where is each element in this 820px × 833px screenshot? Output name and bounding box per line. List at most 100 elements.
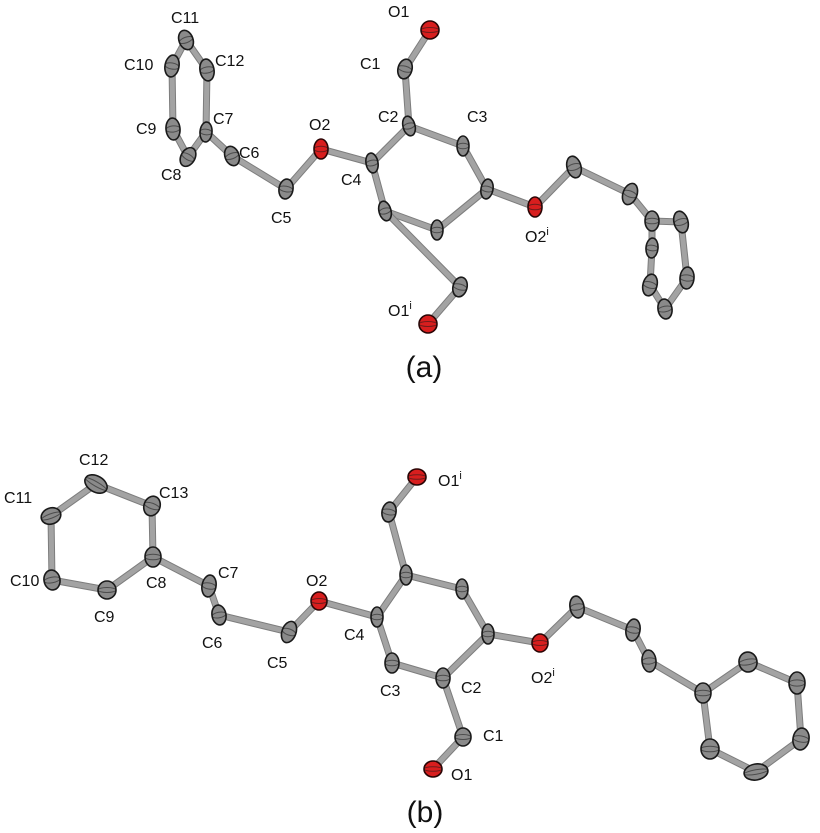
atom-C7i [644,210,660,232]
atom-axis-C10 [43,576,61,584]
atom-label-C8: C8 [161,167,182,184]
atom-axis-C3i [455,585,469,593]
atom-axis-C11i [792,735,810,743]
atom-axis-C2i [378,207,392,215]
atom-C10 [164,54,180,78]
atom-axis-C13 [143,501,161,511]
atom-label-C6: C6 [239,145,260,162]
atom-label-C2: C2 [378,109,399,126]
atom-C10i [788,671,806,695]
atom-label-sup-O1i: i [459,470,461,482]
bond-O2-C4 [316,598,380,620]
atom-axis-C3 [456,142,470,150]
atom-C13i [700,738,720,760]
atom-label-C10: C10 [124,57,153,74]
atom-C2i [399,564,413,586]
atom-axis-C4i [481,630,495,638]
atom-axis-C9 [165,125,181,133]
atom-label-C1: C1 [360,56,381,73]
atom-axis-C10 [164,62,180,70]
bond-C2-C1 [440,675,466,740]
atom-axis-C6 [224,151,240,161]
atom-label-sup-O2i: i [546,226,548,238]
atom-label-C11: C11 [171,10,199,27]
atom-axis-C6i [622,189,638,199]
atom-C8 [144,546,162,568]
bond-C2i-C1i [382,208,463,290]
atom-axis-C2 [435,674,451,682]
bond-C3i-C2i [382,208,440,233]
atom-axis-C1i [452,283,468,291]
bond-C4i-O2i [484,186,538,210]
atom-axis-C1 [454,733,472,741]
panel-label-a: (a) [406,351,443,384]
atom-label-C7: C7 [218,565,239,582]
atom-axis-C9 [97,586,117,594]
atom-C12i [645,237,659,259]
atom-axis-O1 [420,26,440,34]
atom-O1 [420,20,440,40]
atom-label-O2: O2 [306,573,327,590]
bond-O2-C4 [318,146,375,166]
atom-C9 [165,117,181,141]
atom-label-C5: C5 [271,210,292,227]
atom-axis-C13i [700,745,720,753]
atom-axis-C6 [211,611,227,619]
atom-label-C12: C12 [79,452,108,469]
bonds-panel-b [47,473,805,776]
atom-axis-C4 [365,159,379,167]
atom-label-C12: C12 [215,53,244,70]
atom-label-O2: O2 [309,117,330,134]
atom-label-C8: C8 [146,575,167,592]
atom-axis-O1 [423,766,443,772]
atom-O2 [313,138,329,160]
atom-axis-O2i [531,639,549,647]
bond-C2-C3 [406,123,466,149]
bond-C7i-C8i [646,658,706,696]
atom-label-C6: C6 [202,635,223,652]
atom-label-C7: C7 [213,111,234,128]
atom-label-C1: C1 [483,728,504,745]
atom-label-C2: C2 [461,680,482,697]
atom-label-C4: C4 [344,627,365,644]
bond-C2i-C1i [386,509,409,578]
bond-C3i-C2i [403,572,465,592]
atom-axis-O1i [407,474,427,480]
atom-axis-C10i [657,305,673,313]
atom-label-C13: C13 [159,485,188,502]
atom-axis-C9i [679,274,695,282]
atom-label-C11: C11 [4,490,32,507]
atoms-panel-a [164,20,695,334]
atom-label-C9: C9 [94,609,115,626]
atom-C4i [481,623,495,645]
atom-axis-C11 [41,511,61,521]
bond-C6-C5 [216,612,292,635]
atom-label-O1i: O1i [438,470,462,490]
atom-label-sup-O2i: i [552,667,554,679]
atom-label-O2i: O2i [525,226,549,246]
atom-axis-C9i [738,658,758,666]
atom-axis-C11i [642,281,658,289]
atom-axis-C5 [281,627,297,637]
atom-O2i [527,196,543,218]
atom-axis-C11 [178,35,194,45]
atoms-panel-b [40,468,810,781]
atom-C2 [435,667,451,689]
atom-axis-O2 [313,145,329,153]
atom-axis-C8i [673,218,689,226]
atom-axis-C6i [625,626,641,634]
bond-C4-C2 [369,123,412,166]
atom-label-C3: C3 [380,683,401,700]
atom-axis-O2i [527,203,543,211]
atom-O2 [310,591,328,611]
atom-label-O1: O1 [388,4,409,21]
atom-axis-C7i [641,657,657,665]
atom-label-C5: C5 [267,655,288,672]
bond-C8-C7 [150,554,212,589]
atom-axis-C3i [430,226,444,234]
atom-axis-C2 [402,122,416,130]
